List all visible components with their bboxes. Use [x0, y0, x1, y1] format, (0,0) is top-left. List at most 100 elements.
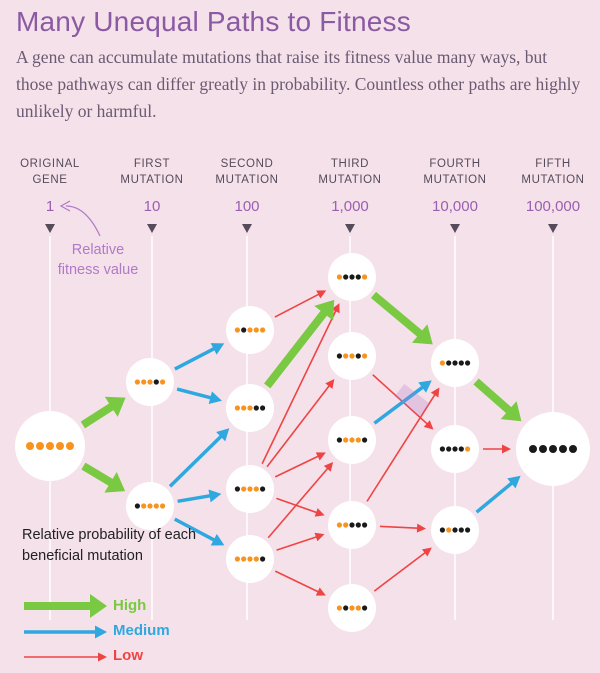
genotype-dot [355, 274, 361, 280]
arrow-shaft [168, 434, 223, 488]
genotype-dot [336, 353, 342, 359]
genotype-node [328, 416, 376, 464]
arrow-head [416, 523, 427, 533]
genotype-dot [153, 379, 159, 385]
arrow-head [323, 462, 334, 472]
genotype-dot [343, 274, 349, 280]
arrow-head [314, 299, 335, 321]
genotype-dot [439, 360, 445, 366]
high-probability-arrow [473, 378, 522, 422]
column-value-first: 10 [143, 198, 161, 215]
genotype-node [126, 358, 174, 406]
genotype-node [431, 339, 479, 387]
genotype-dot [355, 353, 361, 359]
arrow-head [430, 387, 440, 398]
arrow-head [507, 475, 521, 489]
genotype-dot [452, 446, 458, 452]
genotype-node [431, 506, 479, 554]
genotype-dot [234, 405, 240, 411]
arrow-shaft [174, 346, 216, 371]
genotype-node [226, 535, 274, 583]
genotype-dot [355, 522, 361, 528]
column-markers [45, 224, 558, 233]
genotype-dot [349, 353, 355, 359]
arrow-head [208, 489, 222, 503]
arrow-head [500, 401, 522, 422]
legend-arrow-low [24, 652, 107, 662]
arrow-head [421, 547, 432, 557]
arrow-shaft [81, 462, 114, 487]
low-probability-arrow [373, 547, 432, 592]
annotation-pointer-arrow [65, 205, 101, 237]
genotype-dot [141, 503, 147, 509]
arrow-head [314, 508, 325, 517]
genotype-dot [260, 556, 266, 562]
genotype-node [226, 465, 274, 513]
medium-probability-arrow [177, 489, 222, 504]
arrow-head [314, 532, 325, 542]
genotype-dot [253, 327, 259, 333]
genotype-dot [343, 605, 349, 611]
low-probability-arrow [276, 532, 325, 551]
genotype-dot [36, 442, 44, 450]
arrow-head [331, 303, 340, 314]
arrow-shaft [379, 525, 419, 530]
low-probability-arrow [274, 290, 327, 318]
genotype-dot [465, 446, 471, 452]
arrow-head [208, 391, 222, 404]
genotype-dot [160, 503, 166, 509]
low-probability-arrow [379, 523, 427, 533]
genotype-node [226, 384, 274, 432]
genotype-dot [147, 503, 153, 509]
genotype-dot [458, 446, 464, 452]
genotype-nodes [15, 253, 590, 632]
genotype-dot [343, 353, 349, 359]
arrow-head [411, 324, 433, 345]
low-probability-arrow [366, 387, 440, 502]
genotype-dot [66, 442, 74, 450]
arrow-crossing-highlight [394, 383, 430, 417]
low-probability-arrow [261, 303, 340, 465]
genotype-dot [247, 327, 253, 333]
genotype-node [328, 584, 376, 632]
genotype-dot [446, 446, 452, 452]
genotype-dot [234, 556, 240, 562]
arrow-shaft [80, 402, 115, 429]
genotype-dot [247, 556, 253, 562]
high-probability-arrow [81, 462, 126, 493]
genotype-dot [241, 486, 247, 492]
medium-probability-arrow [176, 387, 222, 404]
genotype-dot [260, 327, 266, 333]
low-probability-arrow [372, 374, 434, 430]
column-marker-triangle [548, 224, 558, 233]
legend-label-medium: Medium [113, 622, 170, 639]
arrow-head [316, 290, 327, 299]
genotype-dot [56, 442, 64, 450]
arrow-head [104, 396, 126, 417]
genotype-dot [549, 445, 557, 453]
arrow-shaft [274, 293, 320, 318]
medium-probability-arrow [174, 343, 225, 371]
arrow-shaft [266, 384, 331, 468]
genotype-dot [336, 522, 342, 528]
genotype-dot [134, 503, 140, 509]
legend-arrows [24, 594, 107, 662]
genotype-dot [153, 503, 159, 509]
genotype-dot [253, 556, 259, 562]
genotype-dot [349, 605, 355, 611]
genotype-dot [559, 445, 567, 453]
genotype-dot [336, 605, 342, 611]
genotype-dot [362, 274, 368, 280]
genotype-dot [362, 605, 368, 611]
genotype-dot [234, 327, 240, 333]
genotype-node [328, 332, 376, 380]
genotype-dot [439, 527, 445, 533]
arrow-shaft [274, 570, 319, 593]
arrow-head [315, 587, 326, 596]
genotype-dot [539, 445, 547, 453]
column-value-original: 1 [45, 198, 55, 215]
high-probability-arrow [264, 299, 335, 389]
